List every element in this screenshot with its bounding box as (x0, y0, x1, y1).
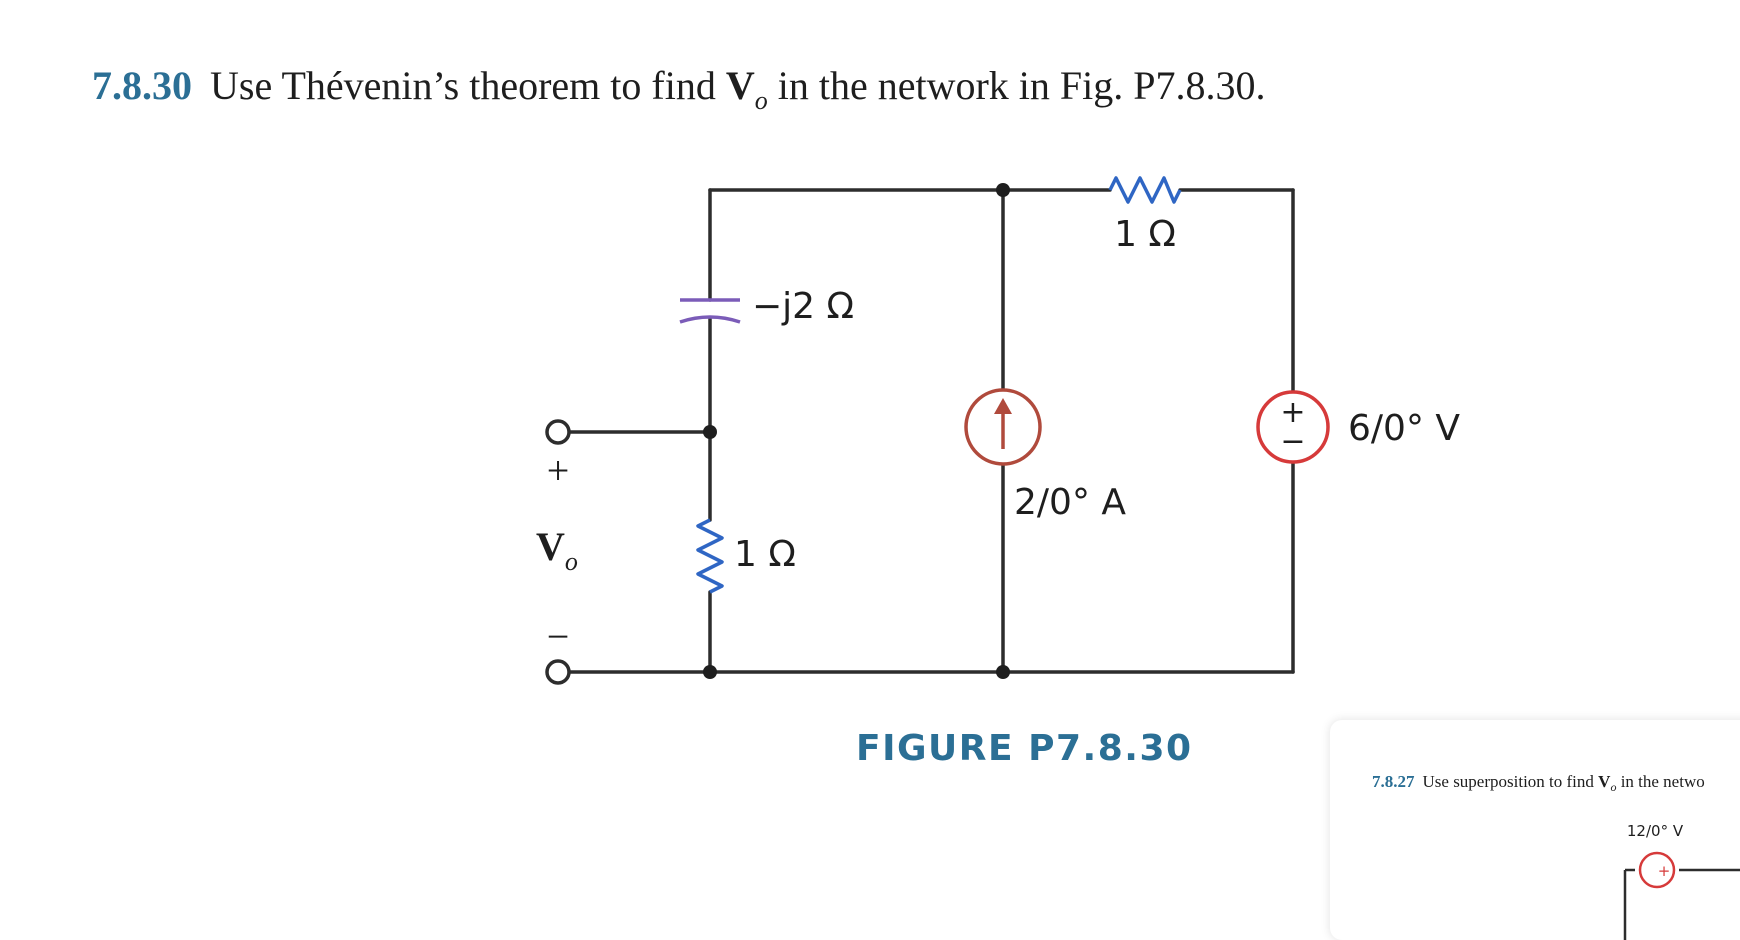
capacitor-label: −j2 Ω (752, 286, 854, 327)
resistor-top-label: 1 Ω (1114, 214, 1176, 255)
problem-text-before: Use Thévenin’s theorem to find (210, 63, 726, 108)
thumbnail-statement: 7.8.27 Use superposition to find Vo in th… (1372, 772, 1705, 794)
capacitor (679, 298, 741, 324)
output-voltage-main: V (536, 524, 565, 569)
terminal-minus-sign: − (547, 614, 570, 659)
circuit-diagram: + − −j2 Ω 1 Ω 1 Ω 2/0° A 6/0° V + Vo − (536, 176, 1460, 685)
node-bottom-center (996, 665, 1010, 679)
resistor-left-label: 1 Ω (734, 534, 796, 575)
next-problem-thumbnail[interactable]: 7.8.27 Use superposition to find Vo in th… (1330, 720, 1740, 940)
figure-caption: FIGURE P7.8.30 (856, 728, 1193, 769)
terminal-bottom (545, 659, 571, 685)
voltage-source: + − (1256, 390, 1330, 464)
problem-text-after: in the network in Fig. P7.8.30. (767, 63, 1266, 108)
thumbnail-circuit: 12/0° V + (1623, 822, 1740, 940)
circuit-wires (567, 188, 1295, 674)
thumbnail-source-plus: + (1658, 862, 1671, 880)
current-source-arrow-head (994, 398, 1012, 414)
thumbnail-variable-subscript: o (1610, 780, 1617, 794)
terminal-top (545, 419, 571, 445)
terminal-plus-sign: + (547, 448, 570, 493)
thumbnail-source-circle (1638, 851, 1676, 889)
voltage-source-minus: − (1280, 424, 1305, 459)
output-voltage-label: Vo (536, 524, 578, 576)
thumbnail-variable: V (1598, 772, 1611, 791)
voltage-source-label: 6/0° V (1348, 408, 1460, 449)
output-terminals (545, 419, 571, 685)
problem-number: 7.8.30 (92, 63, 192, 108)
problem-variable: V (725, 63, 755, 108)
thumbnail-text-before: Use superposition to find (1422, 772, 1599, 791)
resistor-top (1108, 176, 1182, 204)
voltage-source-circle (1256, 390, 1330, 464)
node-left-middle (703, 425, 717, 439)
junction-dots (703, 183, 1010, 679)
capacitor-plate-bottom (679, 315, 741, 324)
problem-variable-subscript: o (754, 86, 768, 115)
current-source-label: 2/0° A (1014, 482, 1126, 523)
output-voltage-subscript: o (565, 547, 578, 576)
resistor-left (696, 518, 724, 594)
thumbnail-number: 7.8.27 (1372, 772, 1415, 791)
node-bottom-left (703, 665, 717, 679)
thumbnail-text-after: in the netwo (1616, 772, 1705, 791)
current-source (964, 388, 1042, 466)
node-top-center (996, 183, 1010, 197)
thumbnail-source-label: 12/0° V (1627, 822, 1684, 840)
voltage-source-plus: + (1280, 395, 1305, 430)
